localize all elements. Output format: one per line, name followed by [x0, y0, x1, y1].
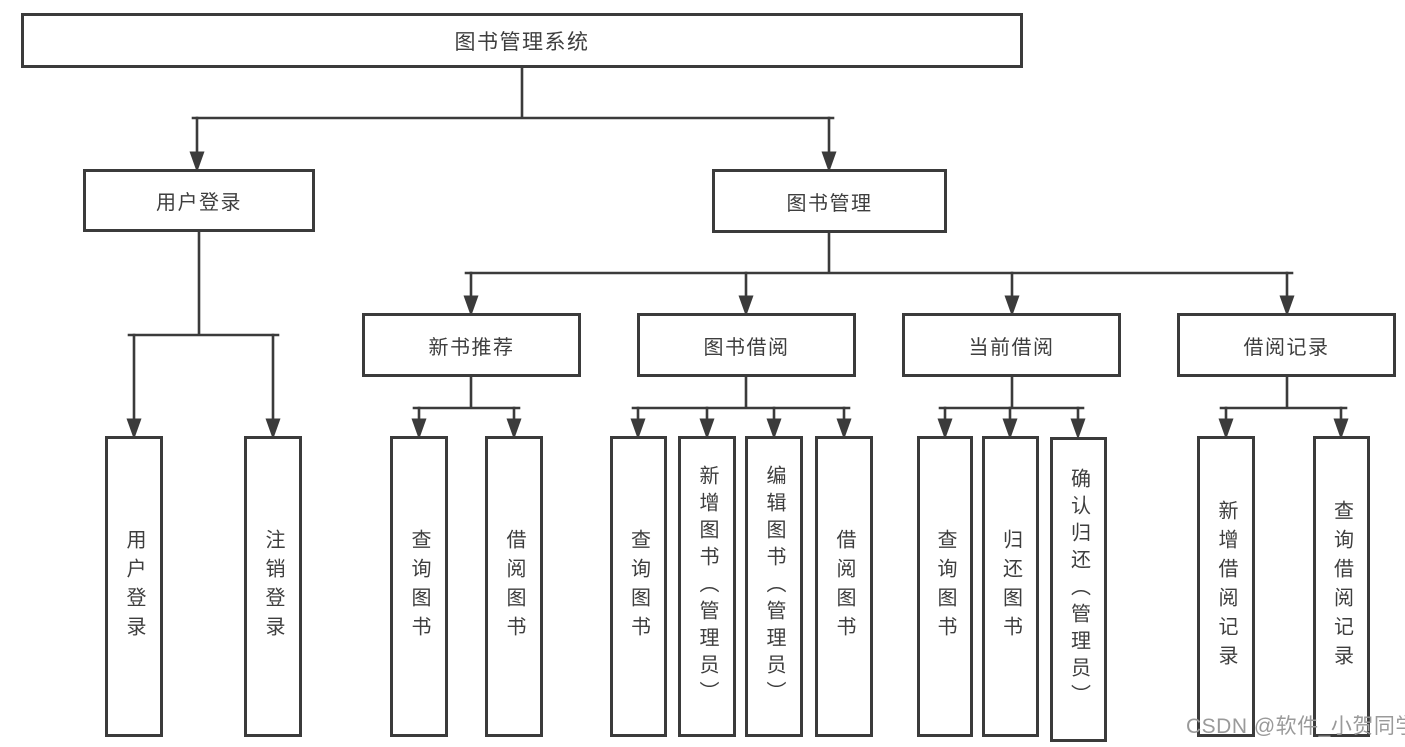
node-user-login: 用户登录: [83, 169, 315, 232]
watermark: CSDN @软件_小贺同学: [1186, 715, 1405, 738]
leaf-recommend-query-books: 查询图书: [390, 436, 448, 737]
leaf-current-return-books-label: 归还图书: [999, 528, 1022, 645]
node-book-borrow: 图书借阅: [637, 313, 856, 377]
node-new-book-recommend: 新书推荐: [362, 313, 581, 377]
leaf-borrow-add-books-admin-label: 新增图书（管理员）: [696, 465, 718, 708]
node-root: 图书管理系统: [21, 13, 1023, 68]
leaf-recommend-borrow-books: 借阅图书: [485, 436, 543, 737]
leaf-current-confirm-return-admin: 确认归还（管理员）: [1050, 437, 1107, 742]
leaf-records-query-record: 查询借阅记录: [1313, 436, 1370, 737]
leaf-user-login: 用户登录: [105, 436, 163, 737]
node-book-management: 图书管理: [712, 169, 947, 233]
leaf-records-add-record: 新增借阅记录: [1197, 436, 1255, 737]
leaf-borrow-edit-books-admin: 编辑图书（管理员）: [745, 436, 803, 737]
leaf-records-query-record-label: 查询借阅记录: [1330, 499, 1353, 674]
leaf-borrow-borrow-books: 借阅图书: [815, 436, 873, 737]
leaf-records-add-record-label: 新增借阅记录: [1215, 499, 1237, 674]
leaf-recommend-query-books-label: 查询图书: [408, 528, 430, 645]
leaf-recommend-borrow-books-label: 借阅图书: [503, 528, 525, 645]
leaf-borrow-query-books-label: 查询图书: [627, 528, 650, 645]
node-borrow-records: 借阅记录: [1177, 313, 1396, 377]
leaf-logout: 注销登录: [244, 436, 302, 737]
leaf-current-return-books: 归还图书: [982, 436, 1039, 737]
leaf-borrow-edit-books-admin-label: 编辑图书（管理员）: [763, 465, 785, 708]
leaf-current-query-books-label: 查询图书: [934, 528, 956, 645]
leaf-borrow-query-books: 查询图书: [610, 436, 667, 737]
leaf-borrow-borrow-books-label: 借阅图书: [833, 528, 855, 645]
leaf-current-confirm-return-admin-label: 确认归还（管理员）: [1067, 468, 1090, 711]
leaf-borrow-add-books-admin: 新增图书（管理员）: [678, 436, 736, 737]
leaf-logout-label: 注销登录: [262, 528, 284, 645]
leaf-current-query-books: 查询图书: [917, 436, 973, 737]
leaf-user-login-label: 用户登录: [123, 528, 145, 645]
node-current-borrow: 当前借阅: [902, 313, 1121, 377]
